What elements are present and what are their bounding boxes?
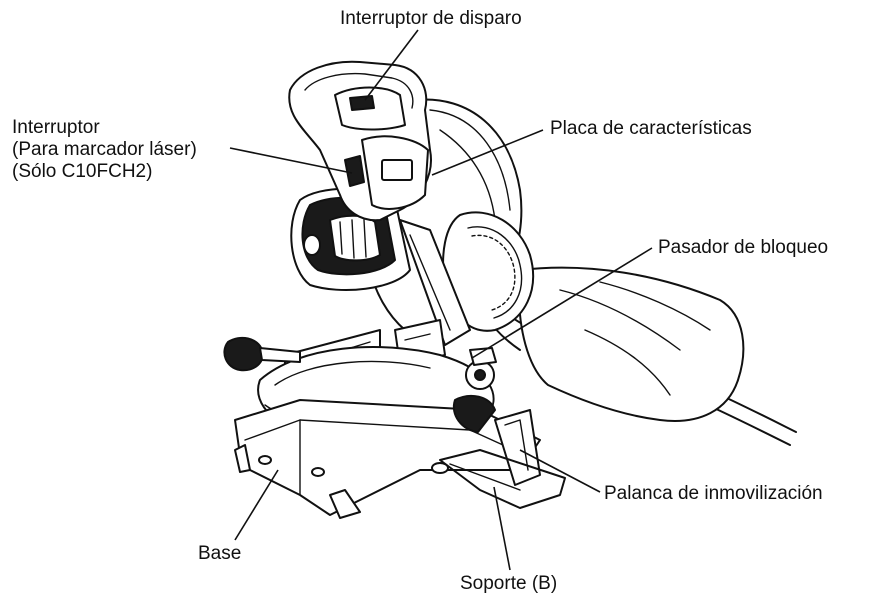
leader-lock-pin [471,247,653,359]
label-locking-lever: Palanca de inmovilización [604,483,823,504]
holder-b-part [439,449,566,509]
label-laser-switch-line2: (Para marcador láser) [12,139,197,160]
saw-arm [399,219,471,346]
leader-trigger-switch [364,29,419,101]
leader-lines [229,29,653,571]
leader-holder-b [493,486,511,571]
leader-locking-lever [519,449,601,493]
clamp-knob [223,336,301,372]
leader-laser-switch [229,147,353,174]
label-lock-pin: Pasador de bloqueo [658,237,829,258]
leader-nameplate [431,129,544,176]
leader-base [234,469,279,541]
label-laser-switch-line1: Interruptor [12,117,100,138]
label-laser-switch-line3: (Sólo C10FCH2) [12,161,153,182]
label-nameplate: Placa de características [550,118,752,139]
base [234,399,541,519]
label-holder-b: Soporte (B) [460,573,558,594]
label-trigger-switch: Interruptor de disparo [340,8,522,29]
lock-pin-part [465,347,497,390]
dust-bag [518,266,745,422]
handle [288,60,432,222]
label-base: Base [198,543,242,564]
